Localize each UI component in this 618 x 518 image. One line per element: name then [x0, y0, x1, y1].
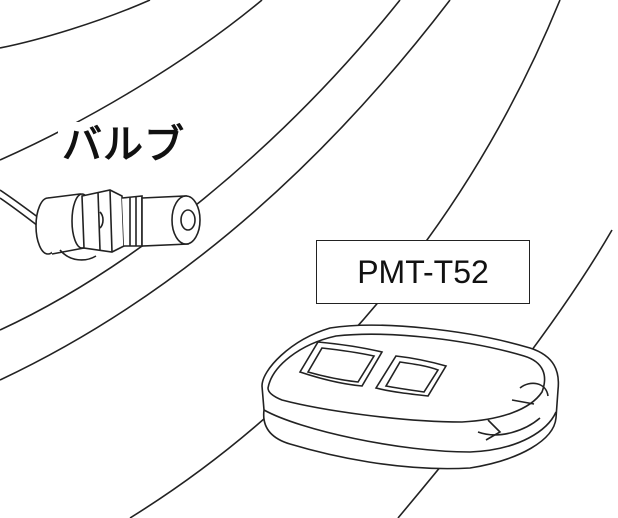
tire-arc-3 — [0, 0, 401, 331]
valve-label: バルブ — [58, 122, 189, 168]
tire-arc-2 — [0, 0, 263, 161]
tire-arc-4 — [0, 0, 451, 381]
valve-stem — [35, 189, 201, 261]
tire-arc-1 — [0, 0, 151, 49]
sensor-body — [261, 324, 560, 470]
model-label-box: PMT-T52 — [316, 240, 530, 304]
model-label: PMT-T52 — [357, 253, 489, 290]
